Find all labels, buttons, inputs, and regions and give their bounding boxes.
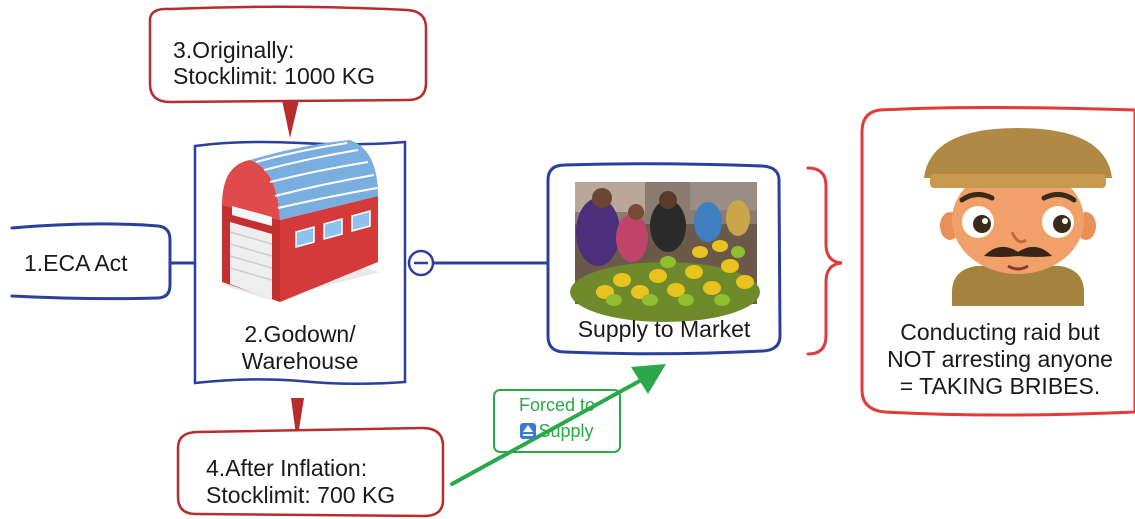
supply-label: Supply to Market (577, 316, 751, 342)
arrow-up-square-icon (520, 423, 537, 439)
badge-line2: Supply (538, 421, 594, 441)
originally-label-line1: 3.Originally: (173, 37, 295, 63)
pointer-from-originally (282, 100, 299, 138)
police-officer-icon (924, 128, 1112, 306)
collapse-toggle[interactable] (407, 249, 435, 277)
originally-label-line2: Stocklimit: 1000 KG (173, 63, 375, 89)
green-arrow-head (631, 364, 666, 394)
after-inflation-label-line2: Stocklimit: 700 KG (206, 482, 396, 508)
market-photo (570, 182, 760, 322)
after-inflation-callout[interactable] (176, 426, 445, 518)
raid-label-line1: Conducting raid but (900, 319, 1100, 345)
godown-label-line2: Warehouse (241, 348, 359, 374)
badge-text: Forced to Supply (494, 392, 620, 444)
bracket (806, 166, 843, 356)
badge-line1: Forced to (518, 395, 596, 415)
raid-label-line2: NOT arresting anyone (887, 346, 1113, 372)
eca-act-label: 1.ECA Act (24, 250, 128, 276)
warehouse-icon (222, 140, 380, 302)
eca-act-box[interactable] (10, 222, 172, 301)
green-arrow-line (450, 376, 647, 486)
badge-line2-row: Supply (494, 418, 620, 444)
godown-label-line1: 2.Godown/ (244, 321, 356, 347)
raid-label-line3: = TAKING BRIBES. (899, 373, 1101, 399)
pointer-from-after-inflation (291, 398, 304, 442)
after-inflation-label-line1: 4.After Inflation: (206, 455, 368, 481)
originally-callout[interactable] (148, 5, 428, 104)
